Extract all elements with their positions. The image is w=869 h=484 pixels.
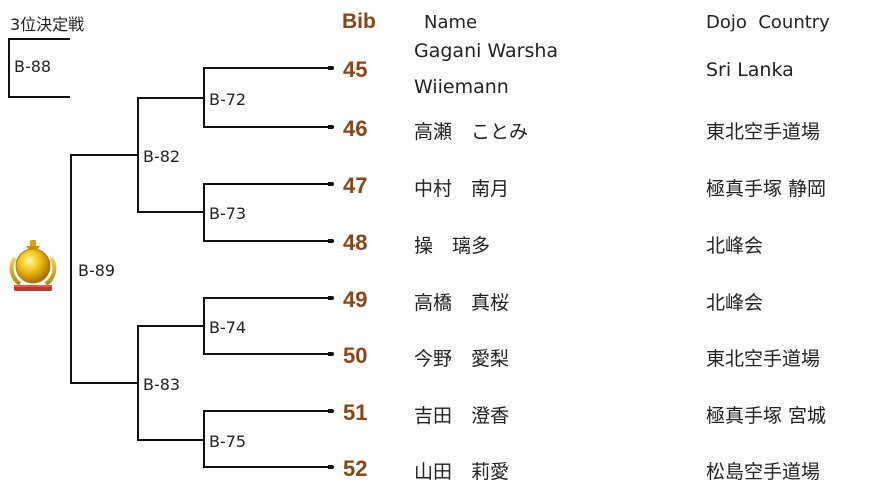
bout-label-b82: B-82	[143, 147, 181, 166]
bout-label-b88: B-88	[14, 57, 52, 76]
bib-number: 48	[343, 230, 368, 255]
competitor-dojo: Sri Lanka	[706, 59, 794, 81]
bracket-tip-52	[328, 465, 334, 469]
competitor-dojo: 北峰会	[706, 235, 764, 257]
bracket-line-45	[203, 67, 333, 69]
bracket-tip-48	[328, 239, 334, 243]
third-place-bracket-vertical	[8, 38, 10, 98]
bib-number: 49	[343, 287, 368, 312]
bout-label-b72: B-72	[209, 90, 247, 109]
bib-number: 50	[343, 343, 368, 368]
competitor-dojo: 極真手塚 宮城	[706, 405, 827, 427]
competitor-name: 今野 愛梨	[414, 348, 510, 370]
competitor-dojo: 松島空手道場	[706, 461, 821, 483]
competitor-dojo: 極真手塚 静岡	[706, 178, 827, 200]
bracket-line-b83-out	[70, 382, 139, 384]
third-place-bracket-top	[8, 38, 70, 40]
bracket-vertical-b89	[70, 154, 72, 384]
competitor-name-line2: Wiiemann	[414, 76, 509, 98]
competitor-name: 高橋 真桜	[414, 292, 510, 314]
bracket-tip-46	[328, 125, 334, 129]
competitor-name: 操 璃多	[414, 235, 491, 257]
bracket-line-47	[203, 183, 333, 185]
bib-number: 45	[343, 57, 368, 82]
bracket-tip-51	[328, 409, 334, 413]
competitor-name: 中村 南月	[414, 178, 510, 200]
bout-label-b74: B-74	[209, 318, 247, 337]
competitor-name: 吉田 澄香	[414, 405, 510, 427]
bracket-line-b72-out	[137, 97, 205, 99]
bib-number: 47	[343, 173, 368, 198]
competitor-name: Gagani Warsha	[414, 40, 559, 62]
bib-number: 51	[343, 400, 368, 425]
bracket-line-52	[203, 466, 333, 468]
bib-number: 52	[343, 456, 368, 481]
competitor-dojo: 東北空手道場	[706, 348, 821, 370]
bout-label-b83: B-83	[143, 375, 181, 394]
third-place-bracket-bottom	[8, 96, 70, 98]
bib-header: Bib	[342, 10, 376, 33]
dojo-country-header: Dojo Country	[706, 12, 830, 33]
bracket-tip-45	[328, 66, 334, 70]
bout-label-b73: B-73	[209, 204, 247, 223]
bracket-line-b73-out	[137, 211, 205, 213]
bout-label-b89: B-89	[78, 261, 116, 280]
third-place-title: 3位決定戦	[10, 15, 85, 34]
bracket-tip-49	[328, 296, 334, 300]
bracket-line-50	[203, 353, 333, 355]
name-header: Name	[424, 12, 478, 33]
bracket-tip-47	[328, 182, 334, 186]
bib-number: 46	[343, 116, 368, 141]
bracket-line-b75-out	[137, 439, 205, 441]
competitor-dojo: 東北空手道場	[706, 121, 821, 143]
bracket-line-b82-out	[70, 154, 139, 156]
bracket-tip-50	[328, 352, 334, 356]
bout-label-b75: B-75	[209, 432, 247, 451]
bracket-line-51	[203, 410, 333, 412]
competitor-name: 山田 莉愛	[414, 461, 510, 483]
competitor-dojo: 北峰会	[706, 292, 764, 314]
competitor-name: 高瀬 ことみ	[414, 121, 529, 143]
bracket-line-48	[203, 240, 333, 242]
bracket-line-49	[203, 297, 333, 299]
bracket-line-b74-out	[137, 325, 205, 327]
bracket-line-46	[203, 126, 333, 128]
gold-medal-trophy-icon	[9, 240, 57, 291]
